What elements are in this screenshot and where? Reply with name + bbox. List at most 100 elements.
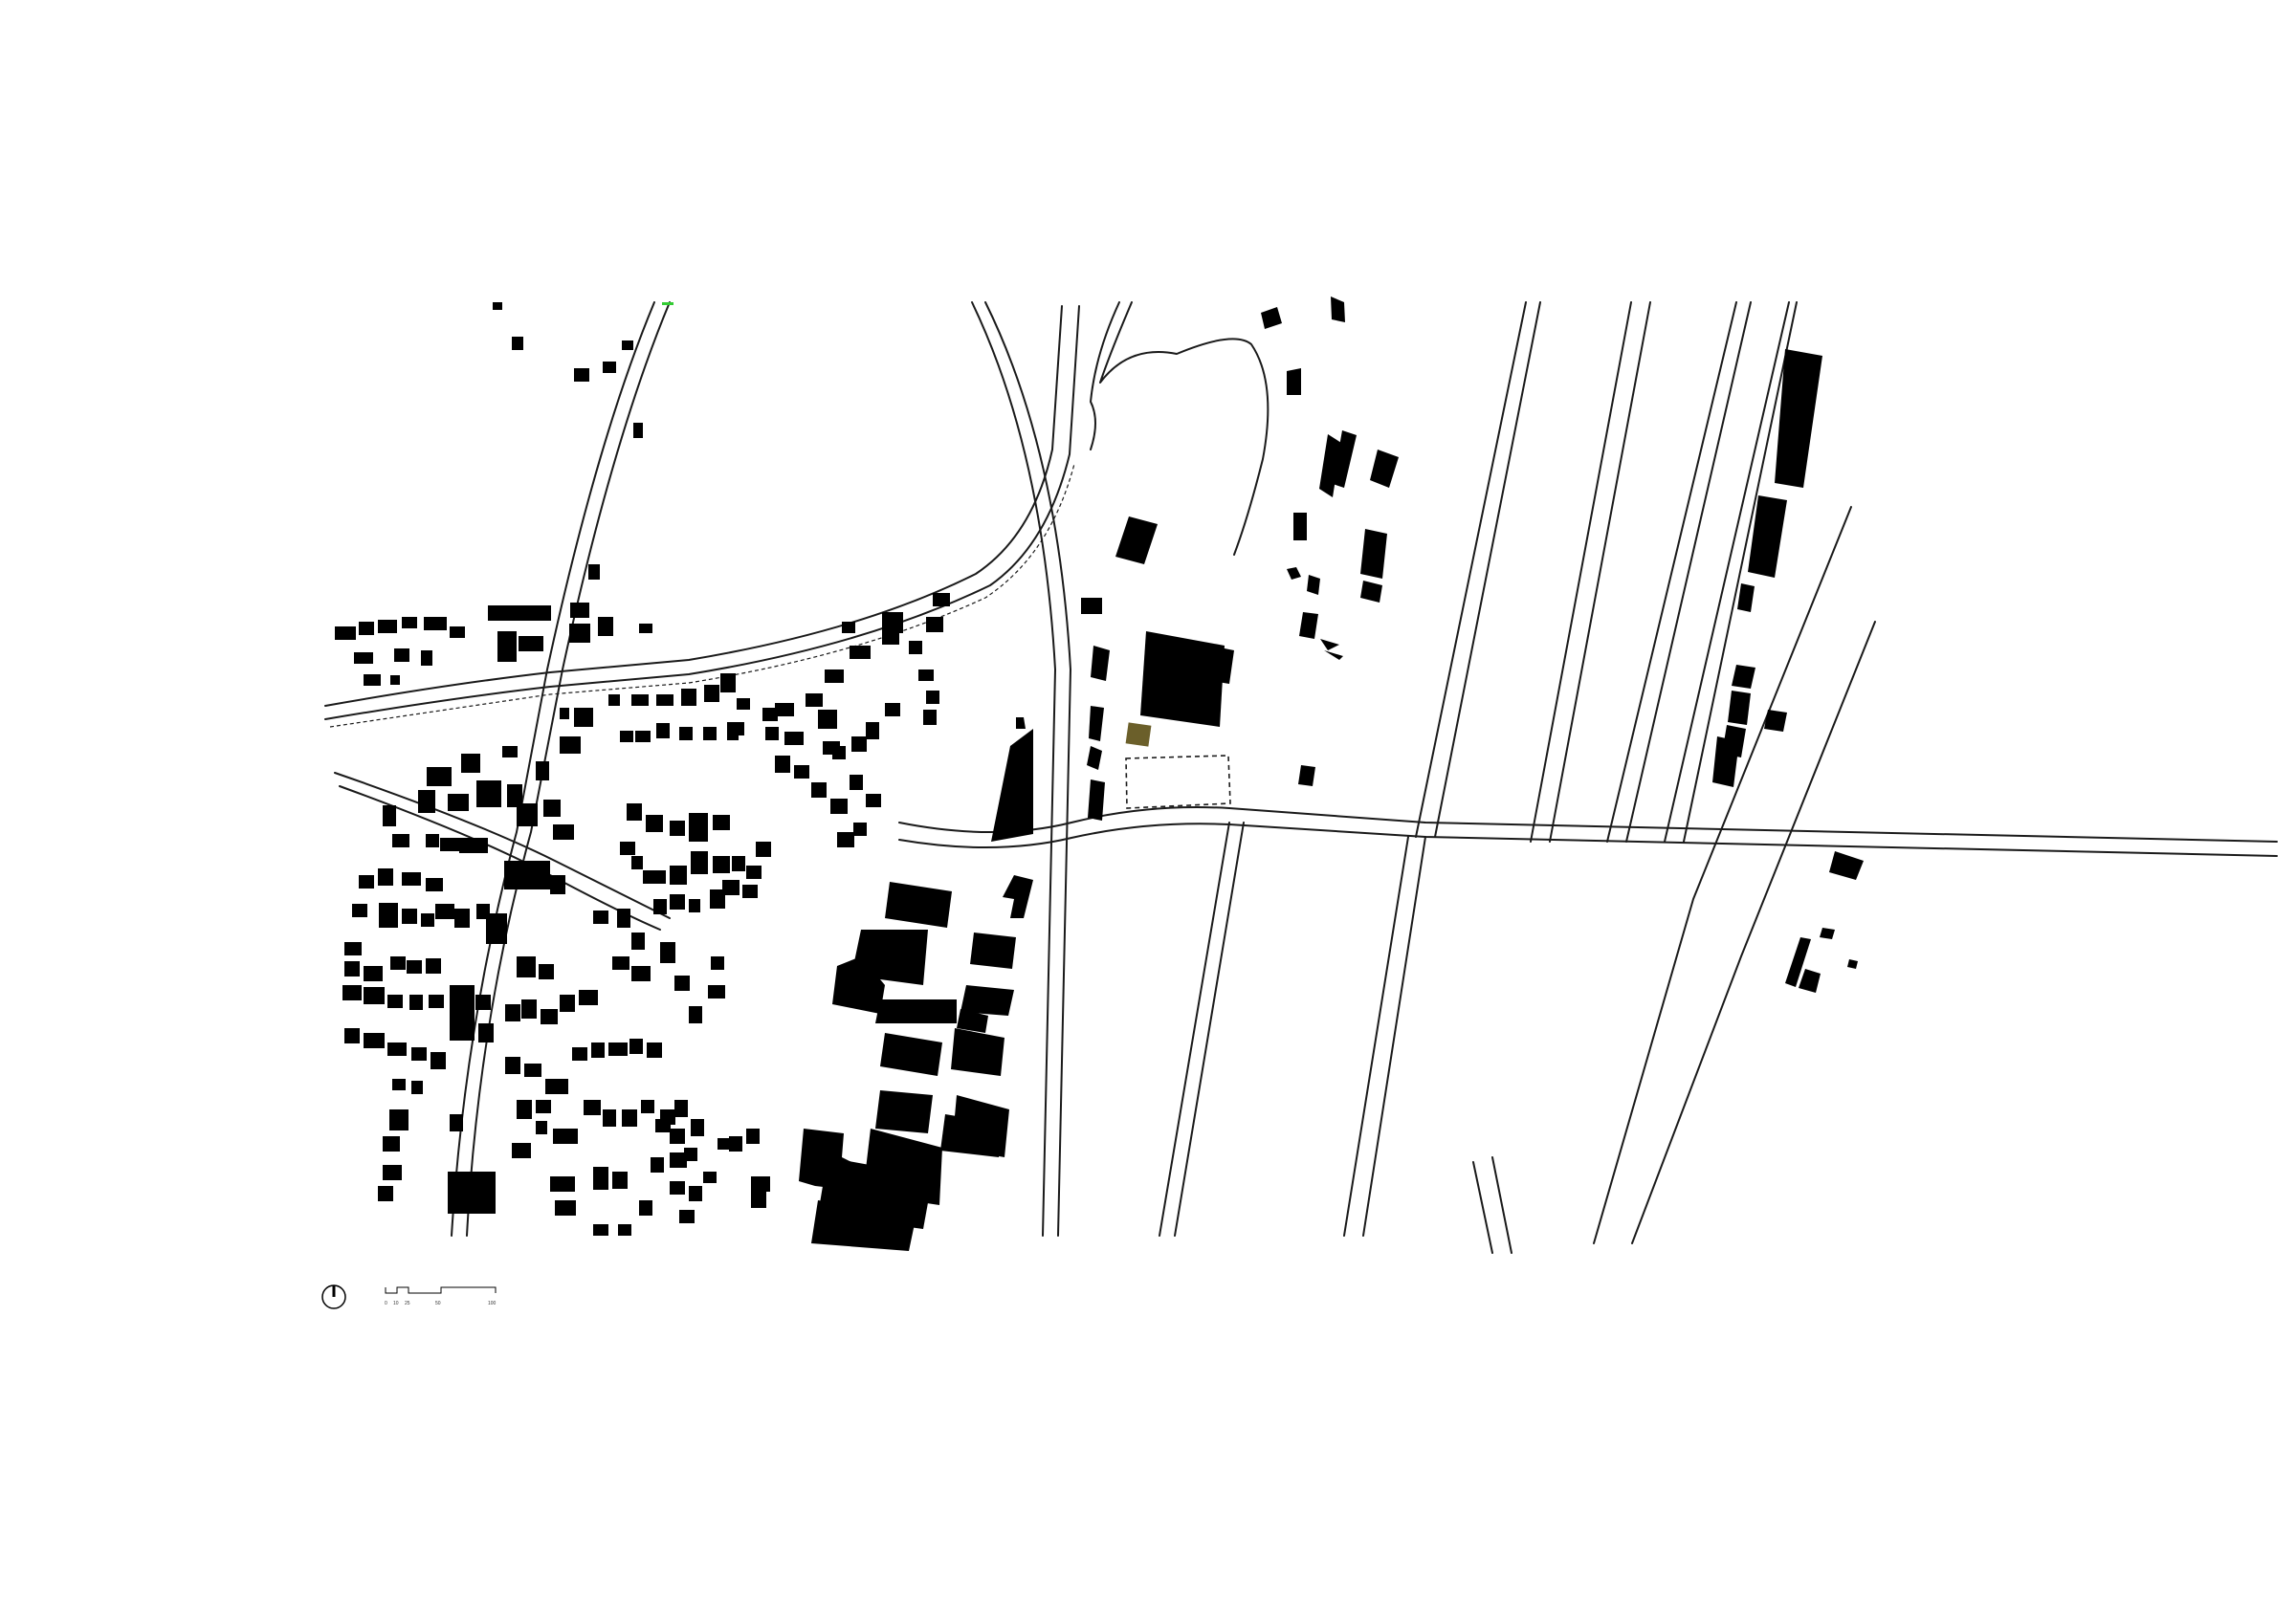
road-edge	[898, 823, 2278, 857]
building	[832, 956, 885, 1014]
building	[459, 838, 488, 853]
building	[775, 703, 794, 716]
building	[713, 856, 730, 873]
building	[784, 732, 804, 745]
building	[670, 1152, 687, 1168]
building	[1370, 450, 1399, 488]
building	[539, 964, 554, 979]
building	[762, 708, 778, 721]
building	[794, 765, 809, 779]
scale-label: 50	[435, 1301, 441, 1306]
building	[818, 710, 837, 729]
building	[593, 1224, 608, 1236]
building	[641, 1100, 654, 1113]
building	[866, 722, 879, 739]
building	[448, 1172, 496, 1214]
building	[1748, 495, 1787, 578]
building	[1360, 529, 1387, 579]
building	[1360, 581, 1382, 603]
building	[875, 999, 957, 1023]
building	[885, 882, 952, 928]
building	[746, 866, 762, 879]
building	[426, 958, 441, 974]
building	[1319, 434, 1341, 497]
road-edge	[324, 305, 1063, 707]
building	[555, 1200, 576, 1216]
building	[1732, 665, 1755, 689]
building	[354, 652, 373, 664]
building	[543, 800, 561, 817]
building	[475, 995, 491, 1010]
building	[394, 648, 409, 662]
building	[476, 780, 501, 807]
building	[402, 872, 421, 886]
building	[1820, 928, 1835, 939]
building	[392, 834, 409, 847]
building	[689, 899, 700, 912]
building	[909, 641, 922, 654]
building	[553, 824, 574, 840]
building	[622, 340, 633, 350]
building	[378, 1186, 393, 1201]
building	[550, 1176, 575, 1192]
road-edge	[1090, 301, 1120, 450]
building	[882, 612, 903, 633]
building	[517, 956, 536, 977]
building	[505, 1057, 520, 1074]
building	[524, 1064, 541, 1077]
building	[885, 703, 900, 716]
building	[691, 851, 708, 874]
building	[674, 976, 690, 991]
building	[970, 933, 1016, 969]
building	[545, 1079, 568, 1094]
road-edge	[1099, 301, 1269, 556]
building	[737, 698, 750, 710]
building	[1829, 851, 1864, 880]
building	[923, 710, 937, 725]
building	[402, 617, 417, 628]
building	[390, 956, 406, 970]
building	[450, 985, 475, 1041]
road-edge	[1683, 301, 1798, 843]
north-arrow	[320, 1284, 347, 1310]
scale-label: 10	[393, 1301, 399, 1306]
scale-bar-graphic	[385, 1286, 497, 1294]
building	[1003, 875, 1033, 918]
building	[806, 693, 823, 707]
building	[407, 960, 422, 974]
building	[1324, 650, 1343, 660]
building	[608, 1042, 628, 1056]
road-edge	[334, 772, 671, 919]
building	[598, 617, 613, 636]
building	[651, 1157, 664, 1173]
building	[411, 1047, 427, 1061]
road-edge	[1343, 836, 1409, 1237]
project-site-building	[1125, 722, 1152, 747]
building	[746, 1129, 760, 1144]
building	[832, 746, 846, 759]
building	[387, 995, 403, 1008]
building	[359, 622, 374, 635]
building	[505, 1004, 520, 1021]
proposed-plot-outline	[1125, 755, 1231, 809]
scale-label: 25	[405, 1301, 410, 1306]
building	[643, 870, 666, 884]
building	[940, 1114, 1003, 1157]
building	[631, 856, 643, 869]
building	[572, 1047, 587, 1061]
building	[670, 821, 685, 836]
building	[830, 799, 848, 814]
building	[703, 727, 717, 740]
building	[633, 423, 643, 438]
building	[612, 1172, 628, 1189]
building	[383, 1136, 400, 1152]
building	[608, 694, 620, 706]
building	[1307, 575, 1320, 595]
building	[851, 736, 867, 752]
road-edge	[971, 301, 1056, 1237]
building	[536, 1100, 551, 1113]
road-edge	[1664, 301, 1790, 843]
building	[392, 1079, 406, 1090]
building	[560, 995, 575, 1012]
